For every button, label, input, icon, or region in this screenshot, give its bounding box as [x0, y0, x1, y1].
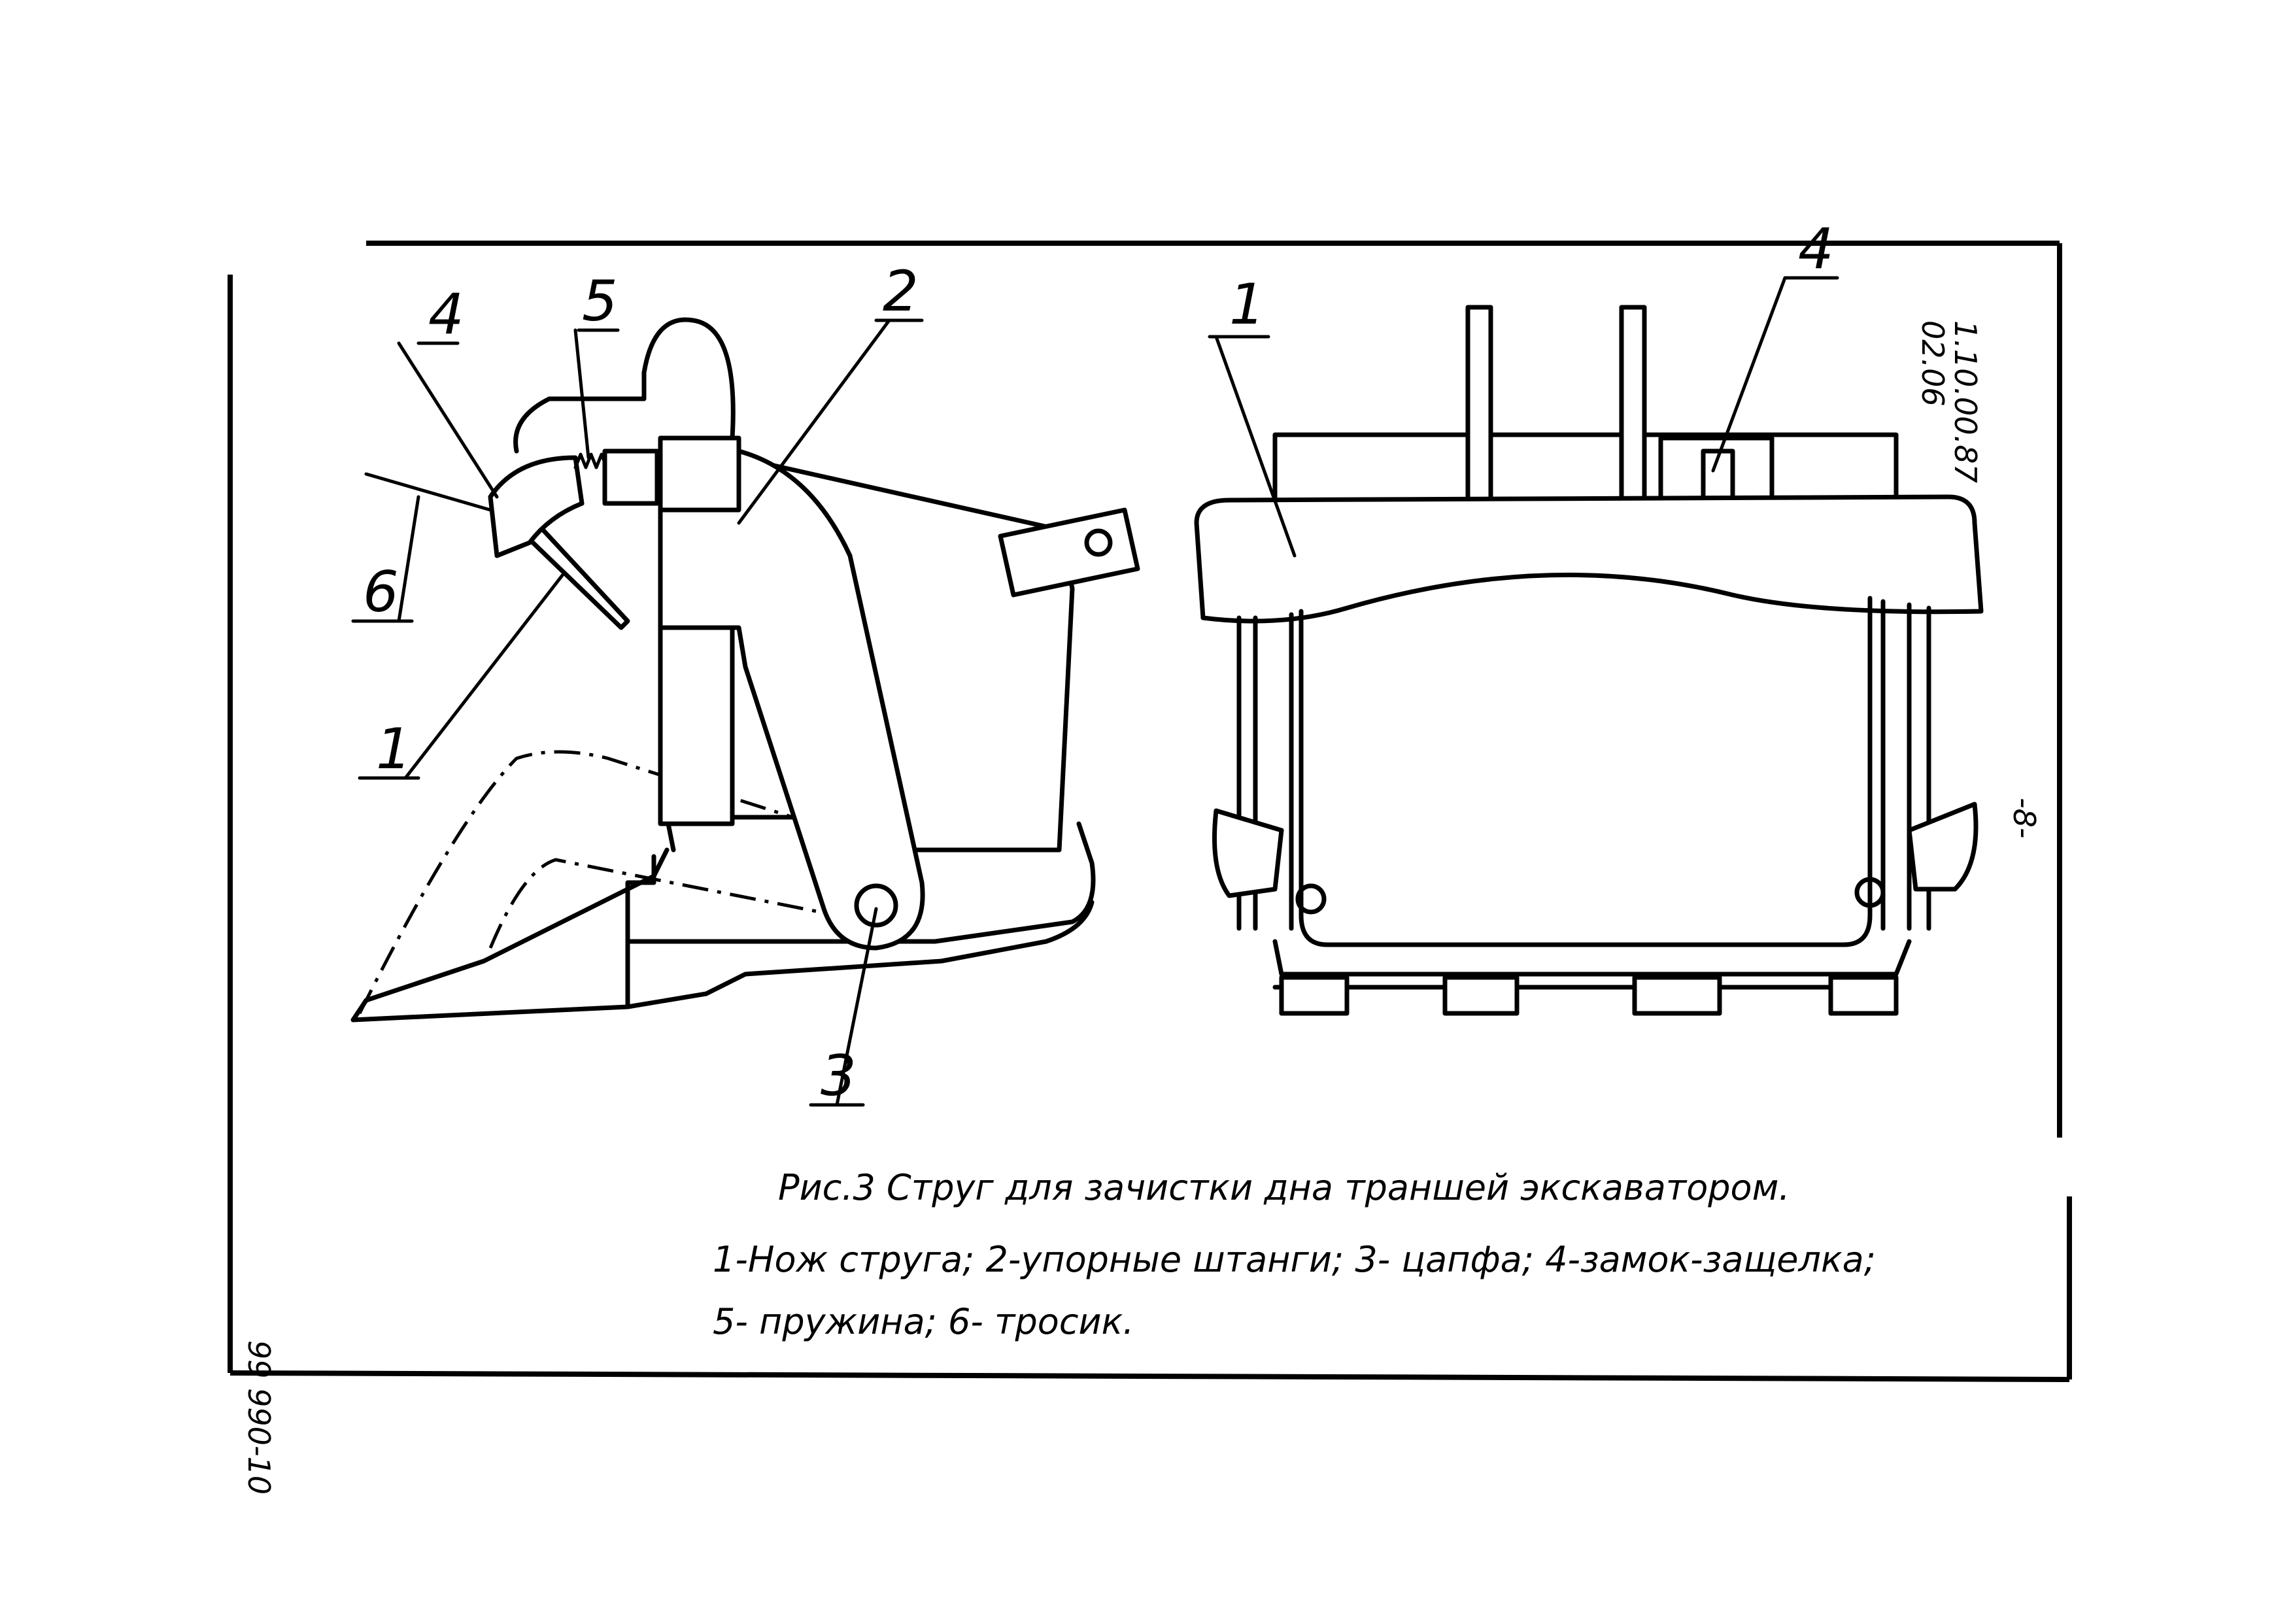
- figure-caption: Рис.3 Струг для зачистки дна траншей экс…: [713, 1167, 1876, 1342]
- drawing-frame: [228, 241, 2072, 1382]
- caption-legend-line-2: 5- пружина; 6- тросик.: [713, 1301, 1134, 1342]
- callout-4-side: 4: [428, 282, 464, 347]
- caption-legend-line-1: 1-Нож струга; 2-упорные штанги; 3- цапфа…: [713, 1239, 1876, 1280]
- callout-3-side: 3: [821, 1043, 857, 1109]
- callout-2-side: 2: [883, 259, 919, 324]
- right-margin-code-1: 1.10.00.87: [1948, 320, 1983, 483]
- page-number: -8-: [2007, 798, 2042, 838]
- callout-1-side: 1: [376, 717, 412, 782]
- callout-1-front: 1: [1229, 272, 1265, 337]
- callout-4-front: 4: [1798, 216, 1834, 282]
- caption-title: Рис.3 Струг для зачистки дна траншей экс…: [778, 1167, 1790, 1208]
- left-margin-code: 99 990-10: [241, 1340, 277, 1495]
- callout-5-side: 5: [582, 269, 618, 334]
- side-view: 4 5 2 6 1 3: [350, 259, 1140, 1109]
- right-margin-code-2: 02.06: [1915, 320, 1950, 407]
- front-view: 1 4: [1194, 216, 1984, 1016]
- callout-6-side: 6: [363, 560, 399, 625]
